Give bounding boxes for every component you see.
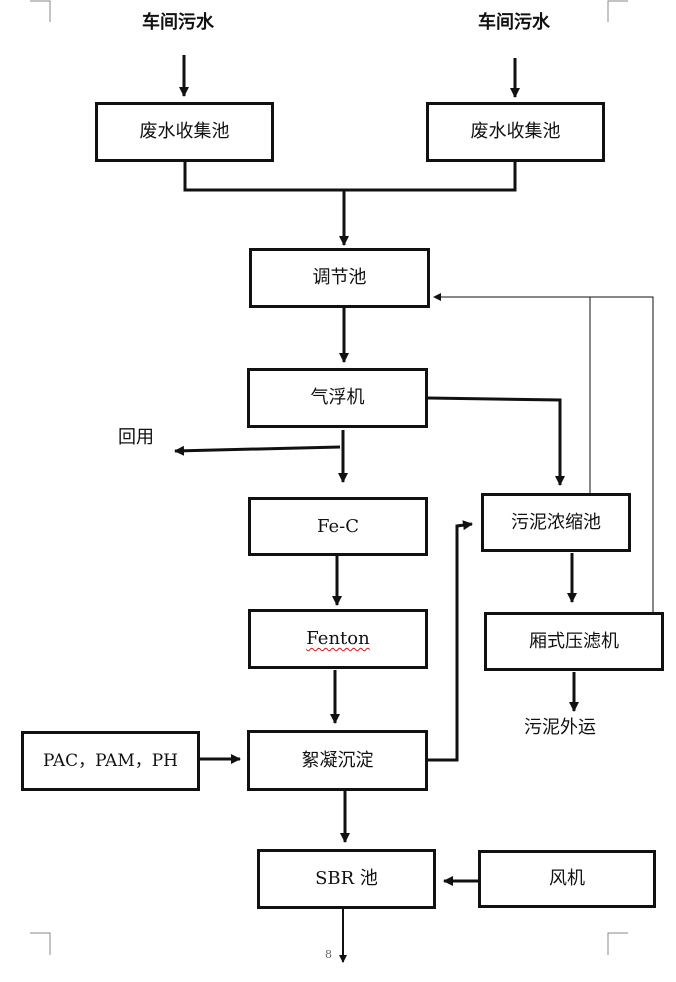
source-label-left: 车间污水 [142, 12, 214, 33]
node-blower: 风机 [478, 850, 656, 908]
node-filter-press: 厢式压滤机 [484, 612, 664, 671]
merge-line [183, 162, 517, 192]
node-chemicals: PAC，PAM，PH [21, 731, 200, 791]
page-corner-marks [30, 0, 628, 955]
node-sbr-tank: SBR 池 [257, 849, 436, 909]
node-flotation-machine: 气浮机 [247, 368, 428, 428]
sludge-removal-label: 污泥外运 [524, 717, 596, 738]
reuse-label: 回用 [118, 427, 154, 448]
node-fenton: Fenton [248, 609, 428, 669]
return-line-thickener [433, 293, 591, 493]
page-number: 8 [325, 948, 332, 961]
node-collection-tank-right: 废水收集池 [426, 102, 605, 162]
return-line-press [590, 296, 654, 612]
source-label-right: 车间污水 [478, 12, 550, 33]
node-flocculation-sedimentation: 絮凝沉淀 [247, 730, 428, 791]
arrow-flocculation-to-thickener [428, 520, 473, 762]
node-collection-tank-left: 废水收集池 [95, 102, 274, 162]
node-fe-c: Fe-C [248, 497, 428, 556]
arrow-to-reuse [174, 445, 341, 456]
fenton-label: Fenton [306, 628, 370, 649]
arrow-flotation-to-thickener [427, 396, 565, 486]
node-sludge-thickener: 污泥浓缩池 [481, 493, 631, 552]
node-regulating-tank: 调节池 [249, 248, 430, 308]
